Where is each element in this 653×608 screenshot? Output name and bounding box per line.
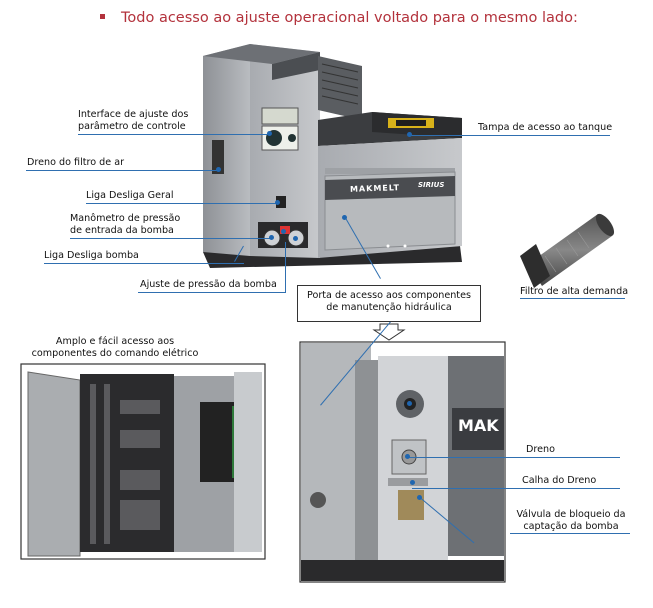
leader-interface — [78, 134, 270, 135]
leader-manometro — [70, 238, 272, 239]
bullet-icon — [100, 13, 105, 19]
leader-liga-geral — [86, 203, 278, 204]
dot-liga-bomba — [281, 229, 286, 234]
dot-manometro — [269, 235, 274, 240]
dot-liga-geral — [275, 200, 280, 205]
label-interface: Interface de ajuste dos parâmetro de con… — [78, 109, 189, 132]
dot-filtro — [407, 401, 412, 406]
leader-filtro — [520, 298, 625, 299]
leader-valvula — [510, 533, 630, 534]
filter-image — [520, 213, 615, 288]
dot-calha — [410, 480, 415, 485]
dot-tampa — [407, 132, 412, 137]
detail-brand-label: MAK — [458, 416, 499, 435]
leader-liga-bomba — [44, 263, 244, 264]
brand-label: MAKMELT — [349, 183, 401, 194]
label-liga-bomba: Liga Desliga bomba — [44, 250, 139, 261]
label-liga-geral: Liga Desliga Geral — [86, 190, 174, 201]
dot-interface — [267, 131, 272, 136]
label-ajuste-pressao: Ajuste de pressão da bomba — [140, 279, 277, 290]
label-valvula: Válvula de bloqueio da captação da bomba — [516, 509, 626, 532]
dot-dreno — [405, 454, 410, 459]
page-heading: Todo acesso ao ajuste operacional voltad… — [100, 10, 578, 26]
leader-calha — [412, 488, 620, 489]
label-amplo: Amplo e fácil acesso aos componentes do … — [31, 336, 199, 359]
label-dreno-filtro: Dreno do filtro de ar — [27, 157, 125, 168]
label-calha: Calha do Dreno — [522, 475, 597, 486]
label-manometro: Manômetro de pressão de entrada da bomba — [70, 213, 181, 236]
dot-dreno-filtro — [216, 167, 221, 172]
porta-callout-box — [297, 285, 481, 322]
model-label: SIRIUS — [418, 181, 445, 189]
leader-ajuste-vert — [285, 242, 286, 292]
label-tampa: Tampa de acesso ao tanque — [478, 122, 613, 133]
heading-text: Todo acesso ao ajuste operacional voltad… — [121, 10, 578, 26]
label-porta: Porta de acesso aos componentes de manut… — [307, 290, 471, 313]
leader-dreno — [408, 457, 620, 458]
leader-dreno-filtro — [26, 170, 219, 171]
label-filtro: Filtro de alta demanda — [520, 286, 629, 297]
leader-tampa — [410, 135, 610, 136]
dot-porta — [342, 215, 347, 220]
leader-ajuste — [138, 292, 286, 293]
label-dreno: Dreno — [526, 444, 555, 455]
dot-valvula — [417, 495, 422, 500]
dot-ajuste — [293, 236, 298, 241]
